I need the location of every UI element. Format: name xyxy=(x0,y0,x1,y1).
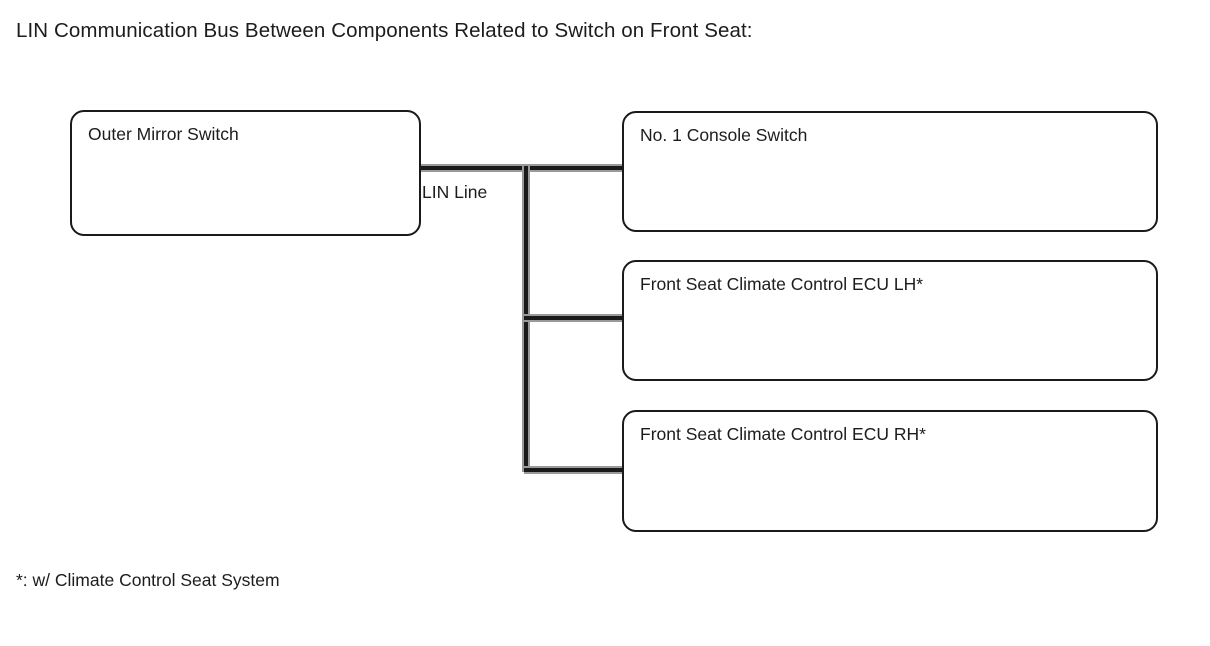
bus-line-branch-ecu-rh xyxy=(524,468,624,472)
node-label-console-switch: No. 1 Console Switch xyxy=(640,125,808,145)
page-title: LIN Communication Bus Between Components… xyxy=(16,19,753,42)
node-label-front-seat-climate-control-ecu-lh: Front Seat Climate Control ECU LH* xyxy=(640,274,924,294)
node-outer-mirror-switch: Outer Mirror Switch xyxy=(70,110,421,236)
bus-line-branch-ecu-lh xyxy=(524,316,624,320)
footnote: *: w/ Climate Control Seat System xyxy=(16,570,280,590)
bus-line-trunk-horizontal xyxy=(419,166,624,170)
node-front-seat-climate-control-ecu-rh: Front Seat Climate Control ECU RH* xyxy=(622,410,1158,532)
node-console-switch: No. 1 Console Switch xyxy=(622,111,1158,232)
node-label-outer-mirror-switch: Outer Mirror Switch xyxy=(88,124,239,144)
node-front-seat-climate-control-ecu-lh: Front Seat Climate Control ECU LH* xyxy=(622,260,1158,381)
lin-line-label: LIN Line xyxy=(422,182,488,202)
node-label-front-seat-climate-control-ecu-rh: Front Seat Climate Control ECU RH* xyxy=(640,424,926,444)
